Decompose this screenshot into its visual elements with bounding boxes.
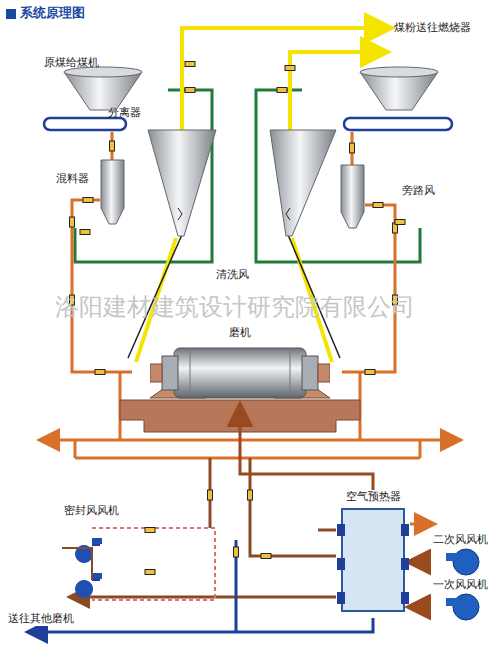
node-label: 一次风风机 (425, 578, 495, 592)
air-duct-connector (240, 406, 373, 490)
valve-symbol (145, 528, 155, 533)
preheater-body (341, 508, 405, 612)
duct-flange (401, 592, 409, 604)
valve-symbol (80, 230, 90, 235)
part-label: 送往其他磨机 (6, 612, 76, 626)
part-label: 原煤给煤机 (44, 56, 99, 70)
duct-flange (337, 524, 345, 536)
node-label: 空气预热器 (336, 490, 410, 504)
part-label: 混料器 (56, 172, 89, 186)
air-duct-connector (410, 561, 425, 564)
node-label: 磨机 (150, 326, 330, 340)
valve-symbol (234, 547, 239, 557)
fan-node: 一次风风机 (425, 578, 495, 622)
valve-symbol (373, 203, 383, 208)
diagram-title: 系统原理图 (20, 5, 85, 21)
valve-symbol (277, 88, 287, 93)
air-preheater: 空气预热器 (336, 490, 410, 612)
valve-symbol (395, 220, 405, 225)
part-label: 密封风风机 (62, 504, 121, 518)
duct-flange (337, 558, 345, 570)
mill-drawing (150, 340, 330, 406)
valve-symbol (110, 141, 115, 151)
valve-symbol (285, 66, 295, 71)
part-label: 清洗风 (214, 268, 251, 282)
part-label: 旁路风 (402, 184, 435, 198)
duct-flange (401, 558, 409, 570)
valve-symbol (350, 143, 355, 153)
valve-symbol (185, 62, 195, 67)
node-label: 二次风风机 (425, 533, 495, 547)
valve-symbol (145, 570, 155, 575)
duct-flange (401, 524, 409, 536)
valve-symbol (248, 490, 253, 500)
valve-symbol (83, 198, 93, 203)
valve-symbol (365, 370, 375, 375)
fan-node: 二次风风机 (425, 533, 495, 577)
valve-symbol (185, 88, 195, 93)
watermark: 洛阳建材建筑设计研究院有限公司 (55, 292, 415, 322)
valve-symbol (95, 370, 105, 375)
fan-symbol (425, 547, 495, 577)
valve-symbol (208, 490, 213, 500)
air-duct-connector (410, 606, 425, 609)
part-label: 分离器 (108, 106, 141, 120)
duct-flange (337, 592, 345, 604)
mill-node: 磨机 (150, 326, 330, 406)
part-label: 煤粉送往燃烧器 (394, 21, 471, 35)
fan-symbol (425, 592, 495, 622)
valve-symbol (70, 217, 75, 227)
valve-symbol (261, 554, 271, 559)
